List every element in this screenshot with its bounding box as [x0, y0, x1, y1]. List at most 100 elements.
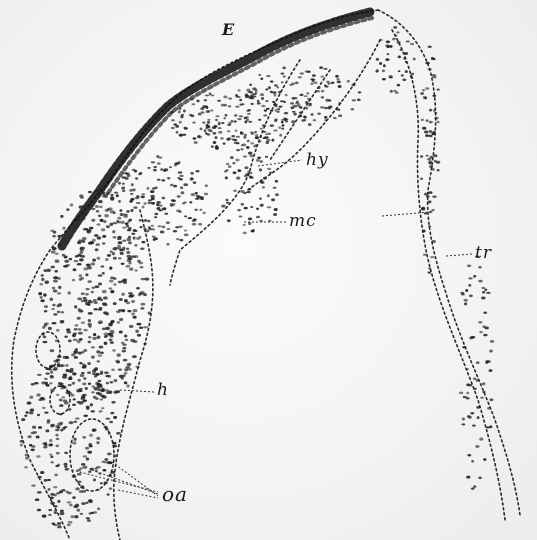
cell-dot	[57, 525, 61, 528]
cell-dot	[472, 425, 476, 427]
cell-dot	[202, 122, 205, 124]
cell-dot	[405, 70, 408, 73]
cell-dot	[243, 136, 246, 139]
cell-dot	[113, 283, 117, 285]
cell-dot	[62, 489, 66, 491]
cell-dot	[104, 481, 108, 484]
cell-dot	[306, 92, 309, 95]
cell-dot	[123, 359, 128, 362]
cell-dot	[147, 187, 150, 190]
cell-dot	[382, 78, 386, 80]
cell-dot	[38, 426, 42, 429]
cell-dot	[248, 222, 251, 225]
cell-dot	[171, 127, 175, 129]
cell-dot	[249, 172, 252, 175]
cell-dot	[55, 465, 59, 467]
cell-dot	[275, 193, 279, 196]
cell-dot	[56, 452, 60, 455]
cell-dot	[126, 384, 129, 387]
cell-dot	[294, 97, 298, 99]
cell-dot	[128, 261, 131, 264]
cell-dot	[299, 111, 303, 113]
cell-dot	[93, 333, 96, 336]
cell-dot	[63, 463, 67, 466]
cell-dot	[95, 285, 100, 288]
cell-dot	[98, 380, 102, 382]
cell-dot	[483, 312, 487, 314]
cell-dot	[250, 132, 254, 135]
cell-dot	[238, 170, 241, 172]
cell-dot	[223, 142, 226, 144]
cell-dot	[95, 205, 99, 208]
cell-dot	[255, 91, 258, 93]
cell-dot	[235, 94, 238, 97]
cell-dot	[83, 415, 88, 417]
cell-dot	[108, 339, 112, 341]
cell-dot	[75, 324, 79, 327]
cell-dot	[53, 313, 57, 315]
cell-dot	[77, 473, 82, 476]
cell-dot	[109, 330, 114, 333]
cell-dot	[157, 201, 162, 203]
cell-dot	[88, 383, 91, 386]
cell-dot	[64, 335, 68, 337]
cell-dot	[338, 85, 342, 88]
cell-dot	[190, 172, 193, 175]
cell-dot	[55, 260, 60, 263]
cell-dot	[57, 292, 61, 294]
cell-dot	[475, 445, 479, 448]
cell-dot	[25, 454, 29, 457]
cell-dot	[323, 68, 327, 70]
cell-dot	[161, 179, 165, 181]
cell-dot	[74, 305, 77, 308]
cell-dot	[429, 211, 433, 214]
cell-dot	[432, 132, 436, 135]
cell-dot	[65, 468, 70, 471]
cell-dot	[313, 119, 316, 121]
cell-dot	[257, 102, 261, 104]
cell-dot	[157, 179, 161, 181]
cell-dot	[479, 438, 483, 441]
cell-dot	[426, 154, 429, 156]
cell-dot	[429, 156, 433, 159]
cell-dot	[67, 408, 71, 410]
cell-dot	[49, 439, 52, 442]
cell-dot	[428, 46, 432, 48]
cell-dot	[228, 105, 232, 107]
cell-dot	[478, 280, 482, 283]
cell-dot	[109, 391, 113, 394]
cell-dot	[39, 283, 43, 285]
cell-dot	[55, 434, 58, 437]
cell-dot	[50, 502, 55, 505]
cell-dot	[96, 360, 99, 362]
cell-dot	[102, 290, 107, 293]
cell-dot	[119, 298, 123, 301]
cell-dot	[87, 303, 90, 306]
cell-dot	[184, 127, 187, 129]
cell-dot	[434, 112, 437, 114]
cell-dot	[200, 128, 203, 131]
cell-dot	[473, 485, 476, 487]
cell-dot	[274, 208, 278, 211]
cell-dot	[117, 353, 121, 356]
cell-dot	[282, 124, 285, 127]
cell-dot	[266, 141, 269, 144]
cell-dot	[422, 230, 426, 233]
cell-dot	[481, 297, 486, 300]
cell-dot	[78, 308, 82, 311]
cell-dot	[228, 122, 231, 125]
cell-dot	[90, 410, 94, 412]
cell-dot	[109, 266, 112, 269]
cell-dot	[98, 296, 102, 299]
cell-dot	[131, 300, 135, 303]
cell-dot	[179, 239, 183, 241]
cell-dot	[273, 130, 277, 132]
cell-dot	[106, 192, 109, 195]
cell-dot	[228, 97, 232, 99]
cell-dot	[124, 299, 128, 302]
cell-dot	[66, 208, 69, 211]
cell-dot	[122, 375, 126, 377]
cell-dot	[45, 372, 49, 374]
cell-dot	[64, 401, 69, 404]
